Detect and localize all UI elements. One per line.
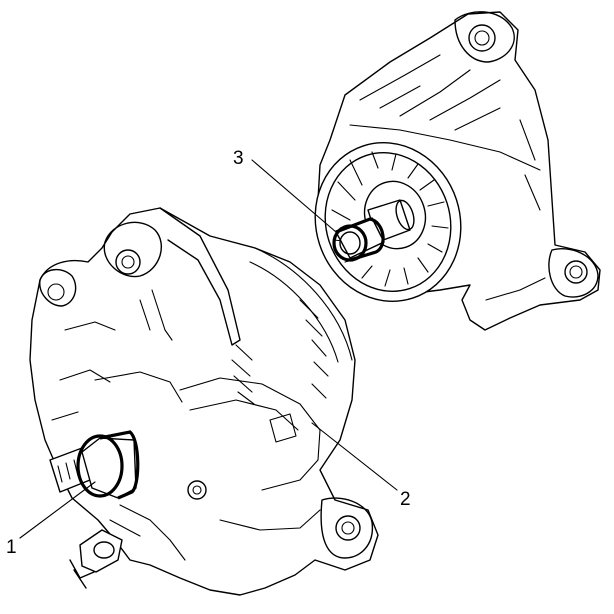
callout-number-1: 1: [6, 537, 17, 558]
callout-number-2: 2: [400, 489, 411, 510]
leader-line-2: [311, 422, 398, 491]
drive-end-frame: [314, 11, 601, 331]
bearing-item-3: [332, 217, 385, 262]
leader-line-1: [19, 481, 96, 539]
callout-number-3: 3: [233, 148, 244, 169]
end-cap-item-1: [76, 430, 140, 500]
alternator-body: [29, 207, 379, 596]
leader-lines: [19, 159, 398, 539]
leader-line-3: [251, 159, 337, 233]
